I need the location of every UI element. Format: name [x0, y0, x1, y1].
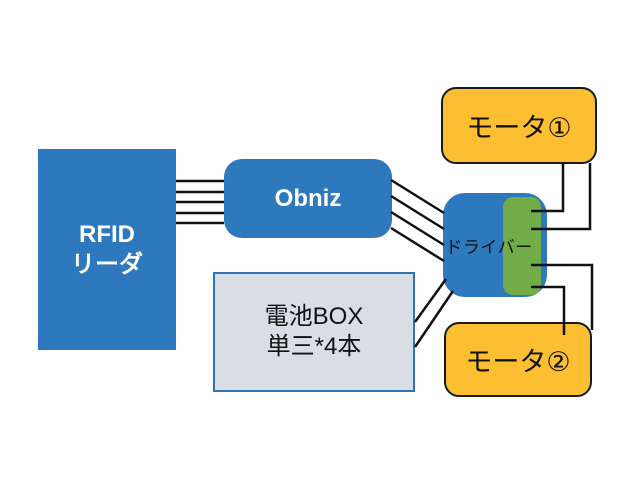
node-motor-1: モータ①: [441, 87, 597, 164]
rfid-reader-label-line2: リーダ: [71, 250, 143, 278]
motor-2-label: モータ②: [465, 347, 571, 377]
node-rfid-reader: RFID リーダ: [38, 149, 176, 350]
rfid-reader-label: RFID リーダ: [71, 220, 143, 280]
rfid-reader-label-line1: RFID: [79, 220, 135, 248]
driver-label: ドライバー: [445, 237, 533, 257]
node-motor-2: モータ②: [444, 322, 592, 397]
obniz-label: Obniz: [274, 184, 342, 212]
node-motor-driver: ドライバー: [443, 193, 547, 297]
battery-box-label-line1: 電池BOX: [264, 303, 364, 330]
battery-box-label-line2: 単三*4本: [266, 333, 362, 360]
motor-1-label: モータ①: [466, 113, 572, 143]
battery-box-label: 電池BOX 単三*4本: [265, 302, 364, 362]
node-battery-box: 電池BOX 単三*4本: [213, 272, 415, 392]
node-obniz: Obniz: [224, 159, 392, 238]
